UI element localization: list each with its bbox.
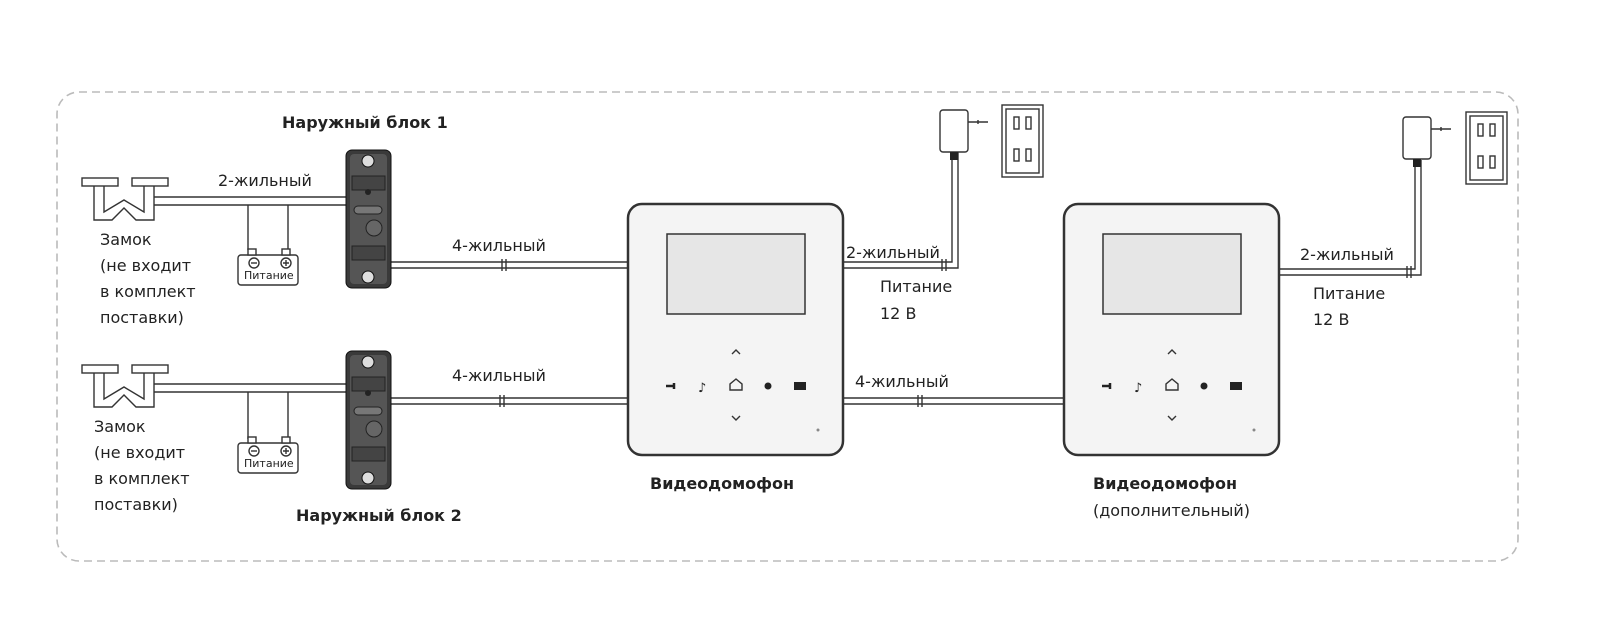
power-label: Питание — [880, 277, 952, 296]
battery-label: Питание — [244, 457, 294, 470]
power-label: Питание — [1313, 284, 1385, 303]
power-adapter-icon — [1402, 116, 1452, 168]
monitor2-subtitle: (дополнительный) — [1093, 501, 1250, 520]
lock-label: в комплект — [94, 469, 190, 488]
lock-label: в комплект — [100, 282, 196, 301]
lock-label: поставки) — [100, 308, 184, 327]
power-label: 12 В — [880, 304, 916, 323]
outdoor-station-2 — [345, 350, 392, 490]
wire-label: 4-жильный — [452, 366, 546, 385]
wall-outlet-icon — [1465, 111, 1508, 185]
wire-label: 2-жильный — [846, 243, 940, 262]
lock-label: Замок — [100, 230, 152, 249]
lock-icon — [81, 364, 169, 408]
wall-outlet-icon — [1001, 104, 1044, 178]
outdoor-station-1 — [345, 149, 392, 289]
video-monitor-2 — [1062, 202, 1281, 457]
battery-label: Питание — [244, 269, 294, 282]
power-adapter-icon — [939, 109, 989, 161]
wire-label: 4-жильный — [855, 372, 949, 391]
lock-icon — [81, 177, 169, 221]
wires — [154, 152, 1422, 439]
lock-label: (не входит — [100, 256, 191, 275]
wire-label: 2-жильный — [218, 171, 312, 190]
wire-label: 2-жильный — [1300, 245, 1394, 264]
power-label: 12 В — [1313, 310, 1349, 329]
lock-label: поставки) — [94, 495, 178, 514]
monitor2-title: Видеодомофон — [1093, 474, 1237, 493]
outdoor2-title: Наружный блок 2 — [296, 506, 462, 525]
outdoor1-title: Наружный блок 1 — [282, 113, 448, 132]
lock-label: Замок — [94, 417, 146, 436]
system-boundary — [56, 91, 1519, 562]
monitor1-title: Видеодомофон — [650, 474, 794, 493]
lock-label: (не входит — [94, 443, 185, 462]
wire-label: 4-жильный — [452, 236, 546, 255]
video-monitor-1 — [626, 202, 845, 457]
